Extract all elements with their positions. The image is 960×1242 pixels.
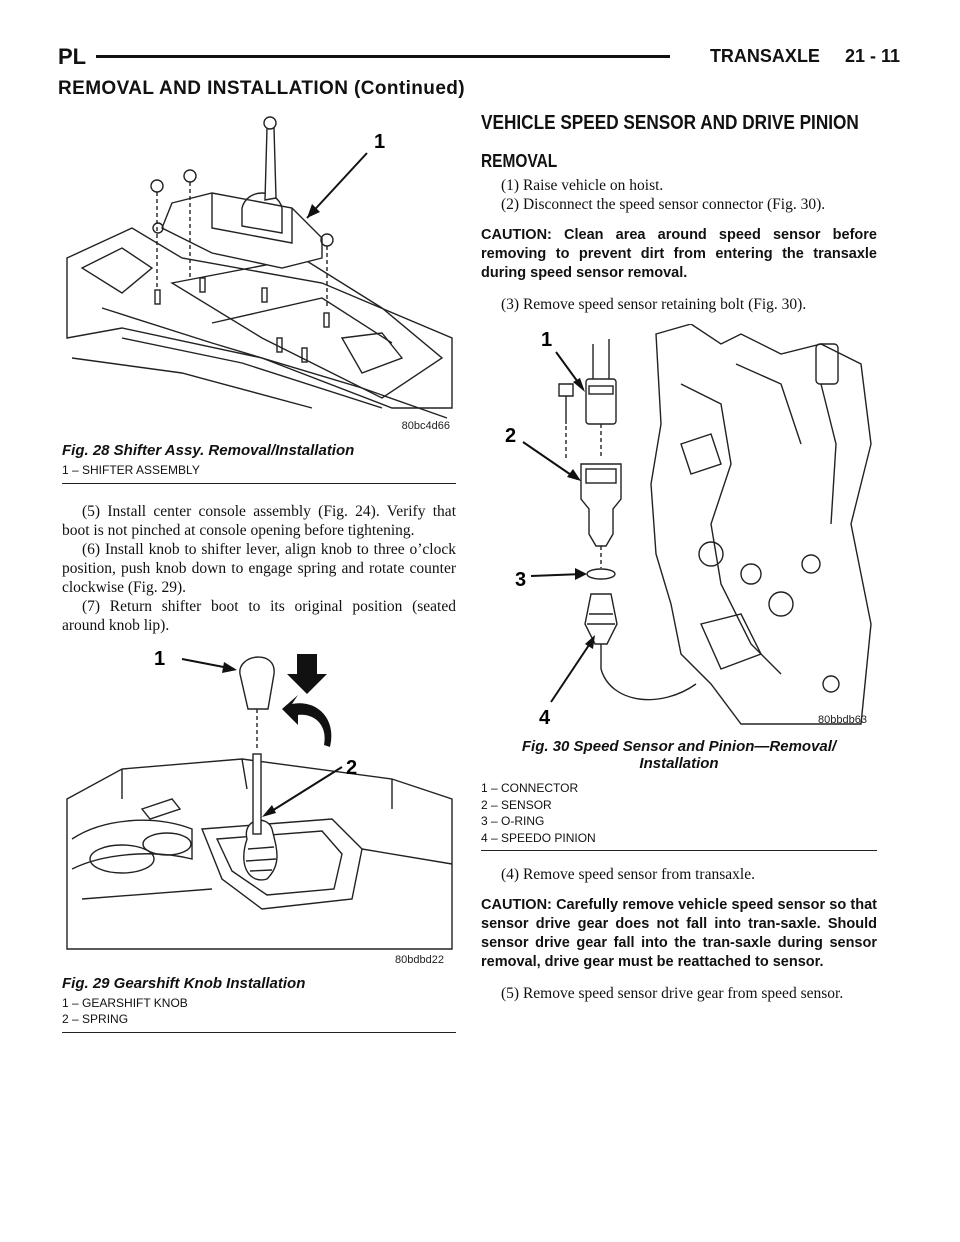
fig29-legend-item: 2 – SPRING [62,1012,129,1026]
continued-heading: REMOVAL AND INSTALLATION (Continued) [58,78,466,99]
figure-28: 1 80bc4d66 Fig. 28 Shifter Assy. Removal… [62,108,456,484]
fig30-callout-1: 1 [541,329,552,351]
fig30-title-line-2: Installation [639,755,719,772]
right-step-1: (1) Raise vehicle on hoist. [501,177,664,194]
fig29-title: Fig. 29 Gearshift Knob Installation [62,974,306,992]
page-header: PL TRANSAXLE 21 - 11 [58,44,900,70]
header-rule [96,55,670,58]
fig29-callout-1: 1 [154,649,165,670]
fig29-callout-2: 2 [346,757,357,779]
left-step-6: (6) Install knob to shifter lever, align… [62,540,456,596]
left-step-5: (5) Install center console assembly (Fig… [62,502,456,539]
fig30-legend-item: 3 – O-RING [481,814,545,828]
right-step-3: (3) Remove speed sensor retaining bolt (… [501,296,807,313]
fig30-legend: 1 – CONNECTOR 2 – SENSOR 3 – O-RING 4 – … [481,780,877,846]
header-manual-code: PL [58,44,87,69]
figure-30: 1 2 3 4 80bbdb63 Fig. 30 Speed Sensor an… [481,324,877,851]
fig29-legend-item: 1 – GEARSHIFT KNOB [62,995,188,1010]
right-column: VEHICLE SPEED SENSOR AND DRIVE PINION RE… [481,108,877,1003]
fig30-callout-4: 4 [539,707,551,729]
right-step-2: (2) Disconnect the speed sensor connecto… [501,196,826,213]
fig30-legend-item: 2 – SENSOR [481,797,552,812]
fig30-legend-item: 1 – CONNECTOR [481,781,579,795]
header-section-page: TRANSAXLE 21 - 11 [709,46,900,66]
figure-29: 1 2 80bdbd22 Fig. 29 Gearshift Knob Inst… [62,649,456,1033]
fig28-code: 80bc4d66 [401,420,450,432]
fig28-legend-item: 1 – SHIFTER ASSEMBLY [62,463,200,477]
caution-2: CAUTION: Carefully remove vehicle speed … [481,897,877,970]
shifter-assembly-illustration: 1 [66,116,453,419]
section-title: VEHICLE SPEED SENSOR AND DRIVE PINION [481,112,859,134]
fig28-callout-1: 1 [374,131,385,153]
subsection-title: REMOVAL [481,151,558,171]
fig30-callout-3: 3 [515,569,526,591]
fig29-rule [62,1031,456,1033]
fig30-code: 80bbdb63 [818,714,867,726]
caution-1: CAUTION: Clean area around speed sensor … [481,227,877,281]
fig30-title-line-1: Fig. 30 Speed Sensor and Pinion—Removal/ [521,738,837,755]
fig28-legend: 1 – SHIFTER ASSEMBLY [62,462,456,479]
gearshift-knob-illustration: 1 2 [66,649,453,950]
right-step-4: (4) Remove speed sensor from transaxle. [501,866,755,883]
fig30-rule [481,850,877,851]
fig28-rule [62,482,456,484]
left-column: 1 80bc4d66 Fig. 28 Shifter Assy. Removal… [62,108,456,1033]
fig30-legend-item: 4 – SPEEDO PINION [481,830,596,845]
fig28-title: Fig. 28 Shifter Assy. Removal/Installati… [62,442,355,459]
left-step-7: (7) Return shifter boot to its original … [62,597,456,634]
fig29-code: 80bdbd22 [395,953,444,966]
right-step-5: (5) Remove speed sensor drive gear from … [501,985,844,1002]
fig29-legend: 1 – GEARSHIFT KNOB 2 – SPRING [62,995,456,1028]
fig30-callout-2: 2 [505,425,516,447]
speed-sensor-illustration: 1 2 3 4 [505,324,872,729]
